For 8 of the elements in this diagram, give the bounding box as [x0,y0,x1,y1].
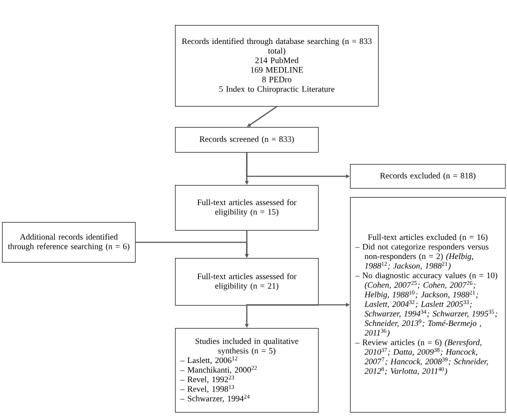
process-box: Records screened (n = 833) [175,127,319,153]
process-box: Full-text articles excluded (n = 16) – Did not categorize responders versus non-responders (n = 2) (Helbig, 1988$^{12}$; Jackson, 1988$^{21}$) – No diagnostic accuracy values (n = 10) (Cohen, 2007$^{25}$; Cohen, 2007$^{26}$; Helbig, 1988$^{10}$; Jackson, 1988$^{21}$; Laslett, 2004$^{32}$; Laslett 2005$^{33}$; Schwarzer, 1994$^{34}$; Schwarzer, 1995$^{35}$; Schneider, 2013$^{9}$; Tomé-Bermejo , 2011$^{36}$) – Review articles (n = 6) (Beresford, 2010$^{37}$; Datta, 2009$^{38}$; Hancock, 2007$^{7}$; Hancock, 2008$^{39}$; Schneider, 2012$^{8}$; Varlotta, 2011$^{40}$) [350,197,506,413]
process-box: Studies included in qualitative synthesis (n = 5) – Laslett, 2006$^{12}$ – Manchikanti, 2000$^{22}$ – Revel, 1992$^{23}$ – Revel, 1998$^{13}$ – Schwarzer, 1994$^{24}$ [175,328,319,413]
process-box: Additional records identified through reference searching (n = 6) [2,222,136,263]
process-box: Records excluded (n = 818) [350,164,506,189]
process-box: Full-text articles assessed for eligibility (n = 21) [175,258,319,306]
process-box: Full-text articles assessed for eligibility (n = 15) [175,185,319,231]
process-box: Records identified through database searching (n = 833 total) 214 PubMed 169 MEDLINE 8 PEDro 5 Index to Chiropractic Literature [175,25,379,107]
